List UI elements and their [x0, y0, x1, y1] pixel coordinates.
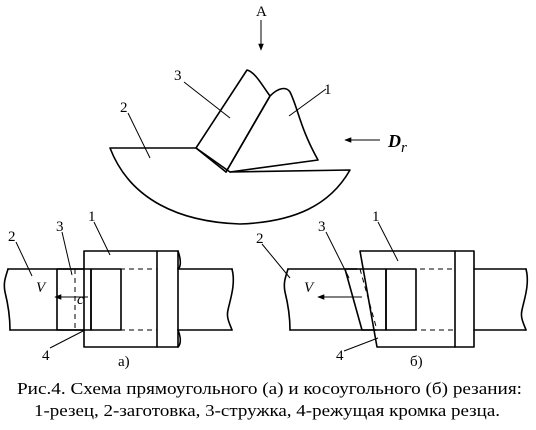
top-workpiece	[109, 147, 351, 225]
view-b-caption: б)	[410, 354, 423, 370]
view-b-velocity-label: V	[304, 280, 315, 296]
view-b-label-edge: 4	[336, 348, 344, 364]
view-a-velocity-label: V	[36, 280, 47, 296]
feed-label: D	[387, 131, 401, 151]
top-chip	[195, 69, 271, 173]
figure-caption-line2: 1-резец, 2-заготовка, 3-стружка, 4-режущ…	[34, 401, 500, 420]
view-a-label-chip: 3	[56, 219, 64, 235]
figure-caption-line1: Рис.4. Схема прямоугольного (а) и косоуг…	[17, 379, 522, 398]
view-b-cutter	[359, 250, 475, 348]
top-label-chip: 3	[174, 68, 182, 84]
view-a-chip	[56, 268, 92, 331]
view-direction-label: A	[256, 4, 267, 20]
feed-label-sub: r	[401, 140, 407, 156]
view-b: V 2 3 1 4 б)	[256, 209, 529, 370]
view-a-label-edge: 4	[42, 348, 50, 364]
view-a-caption: а)	[118, 354, 130, 370]
view-a-label-workpiece: 2	[8, 229, 16, 245]
view-b-label-workpiece: 2	[256, 231, 264, 247]
top-view: A 3 1 2 D r	[109, 4, 407, 225]
view-b-label-chip: 3	[318, 219, 326, 235]
view-a-point-label: c	[77, 292, 84, 308]
view-b-label-cutter: 1	[372, 209, 380, 225]
top-cutter	[225, 87, 319, 173]
top-label-workpiece: 2	[120, 100, 128, 116]
top-label-cutter: 1	[324, 82, 332, 98]
view-a: V c 2 3 1 4 а)	[3, 209, 235, 370]
view-a-label-cutter: 1	[88, 209, 96, 225]
view-a-cutter	[83, 250, 179, 348]
